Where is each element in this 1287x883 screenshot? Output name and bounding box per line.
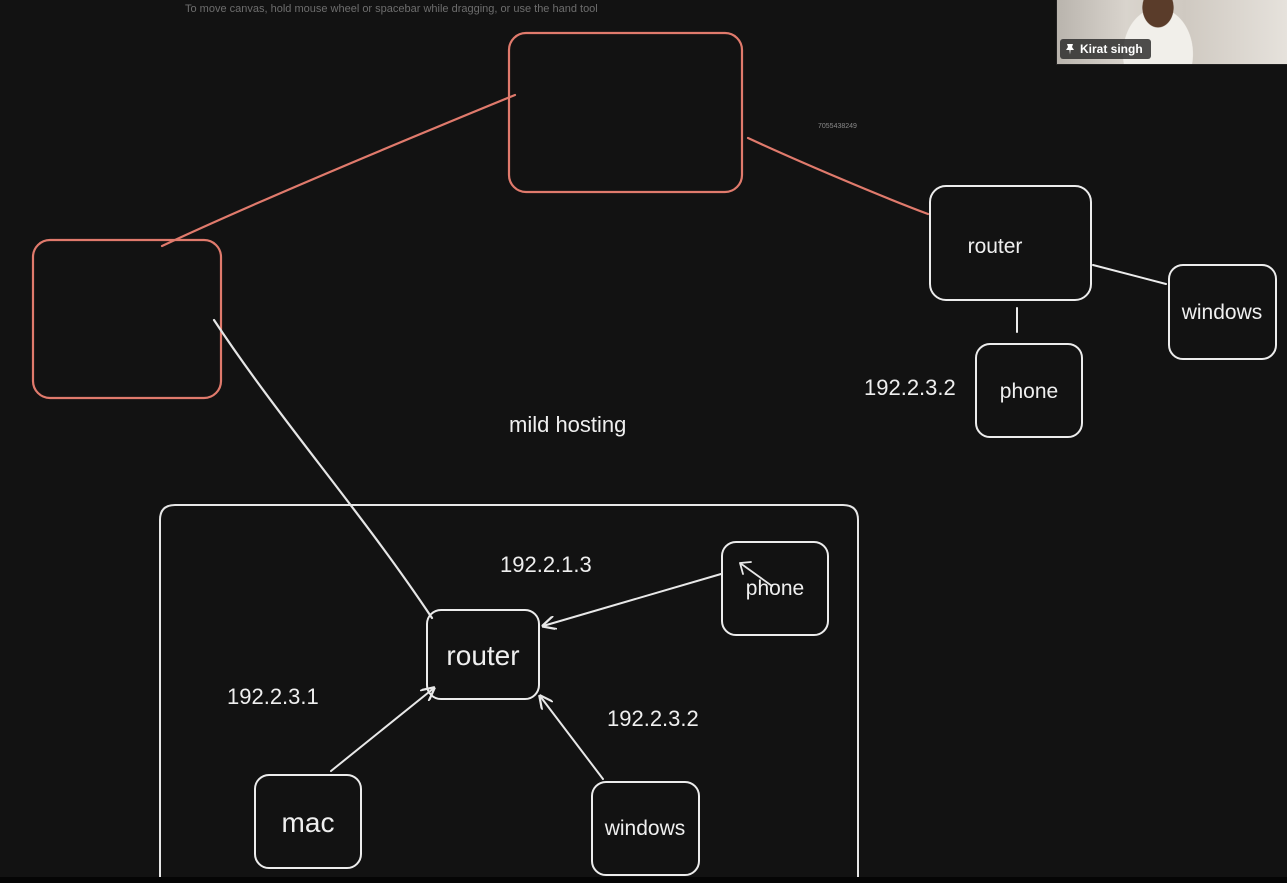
router-box-right[interactable] xyxy=(929,185,1092,301)
windows-ip-local: 192.2.3.2 xyxy=(607,706,699,731)
phone-ip-right: 192.2.3.2 xyxy=(864,375,956,400)
mac-ip-local: 192.2.3.1 xyxy=(227,684,319,709)
connection-top-to-router[interactable] xyxy=(746,136,930,216)
windows-label-local: windows xyxy=(604,817,686,840)
router-label-local: router xyxy=(446,640,520,671)
participant-name: Kirat singh xyxy=(1080,42,1143,56)
mac-box-local[interactable] xyxy=(254,774,362,869)
cursor-arrow-mark xyxy=(739,561,773,587)
windows-box-right[interactable] xyxy=(1168,264,1277,360)
server-box-left[interactable] xyxy=(31,238,223,400)
participant-name-tag: Kirat singh xyxy=(1060,39,1151,59)
connection-left-to-local-router[interactable] xyxy=(212,318,434,620)
connection-left-to-top[interactable] xyxy=(160,93,517,248)
arrow-mac-to-router[interactable] xyxy=(330,688,434,772)
connection-router-to-windows[interactable] xyxy=(1092,264,1167,285)
windows-box-local[interactable] xyxy=(591,781,700,876)
pin-icon[interactable] xyxy=(1064,43,1076,55)
windows-label-right: windows xyxy=(1181,301,1263,324)
phone-box-local[interactable] xyxy=(721,541,829,636)
server-box-top[interactable] xyxy=(507,31,744,194)
arrow-windows-to-router[interactable] xyxy=(540,696,604,780)
phone-number-text: 7055438249 xyxy=(818,123,857,130)
local-network-enclosure[interactable] xyxy=(159,504,859,883)
canvas-hint: To move canvas, hold mouse wheel or spac… xyxy=(185,3,598,15)
mac-label-local: mac xyxy=(281,807,335,838)
diagram-title: mild hosting xyxy=(509,412,627,437)
phone-label-local: phone xyxy=(745,577,805,600)
participant-video-tile[interactable]: Kirat singh xyxy=(1056,0,1287,65)
phone-ip-local: 192.2.1.3 xyxy=(500,552,592,577)
bottom-bar xyxy=(0,877,1287,883)
router-label-right: router xyxy=(967,235,1023,258)
phone-label-right: phone xyxy=(999,380,1059,403)
arrow-phone-to-router[interactable] xyxy=(543,573,722,626)
phone-box-right[interactable] xyxy=(975,343,1083,438)
router-box-local[interactable] xyxy=(426,609,540,700)
